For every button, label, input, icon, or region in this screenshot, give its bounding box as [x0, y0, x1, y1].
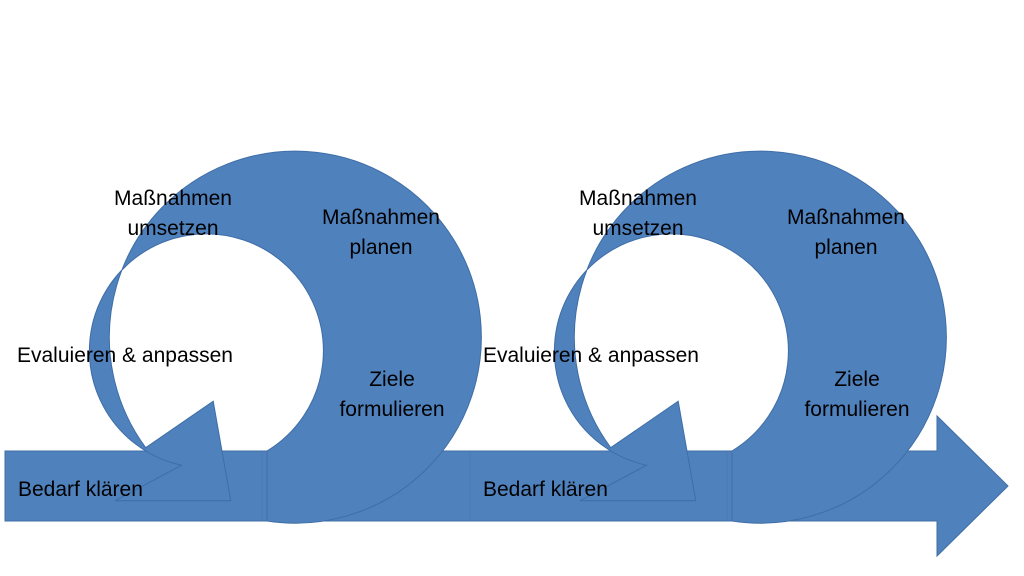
cycle-1-loop	[88, 150, 482, 524]
cycle-2-goals-line2: formulieren	[804, 398, 910, 421]
cycle-2-plan-line2: planen	[814, 236, 878, 259]
cycle-2-loop	[553, 150, 947, 524]
cycle-2-label-need: Bedarf klären	[483, 475, 608, 505]
cycle-2-implement-line1: Maßnahmen	[579, 187, 697, 210]
cycle-1-evaluate-text: Evaluieren & anpassen	[17, 344, 233, 367]
cycle-1-plan-line2: planen	[349, 236, 413, 259]
cycle-2-label-plan: Maßnahmen planen	[761, 203, 931, 263]
cycle-2-plan-line1: Maßnahmen	[787, 206, 905, 229]
cycle-1-goals-line1: Ziele	[369, 368, 415, 391]
cycle-2-need-text: Bedarf klären	[483, 478, 608, 501]
cycle-2-label-implement: Maßnahmen umsetzen	[553, 184, 723, 244]
cycle-1-label-evaluate: Evaluieren & anpassen	[17, 341, 233, 371]
cycle-1-need-text: Bedarf klären	[18, 478, 143, 501]
cycle-1-implement-line1: Maßnahmen	[114, 187, 232, 210]
cycle-1-ring-arrow	[88, 150, 482, 524]
cycle-1-label-plan: Maßnahmen planen	[296, 203, 466, 263]
cycle-1-label-goals: Ziele formulieren	[302, 365, 482, 425]
cycle-1-plan-line1: Maßnahmen	[322, 206, 440, 229]
cycle-1-implement-line2: umsetzen	[127, 217, 219, 240]
cycle-1-label-implement: Maßnahmen umsetzen	[88, 184, 258, 244]
cycle-2-evaluate-text: Evaluieren & anpassen	[483, 344, 699, 367]
cycle-2-label-evaluate: Evaluieren & anpassen	[483, 341, 699, 371]
cycle-1-label-need: Bedarf klären	[18, 475, 143, 505]
cycle-1-goals-line2: formulieren	[339, 398, 445, 421]
cycle-2-goals-line1: Ziele	[834, 368, 880, 391]
cycle-2-ring-arrow	[553, 150, 947, 524]
cycle-2-label-goals: Ziele formulieren	[767, 365, 947, 425]
cycle-2-implement-line2: umsetzen	[592, 217, 684, 240]
